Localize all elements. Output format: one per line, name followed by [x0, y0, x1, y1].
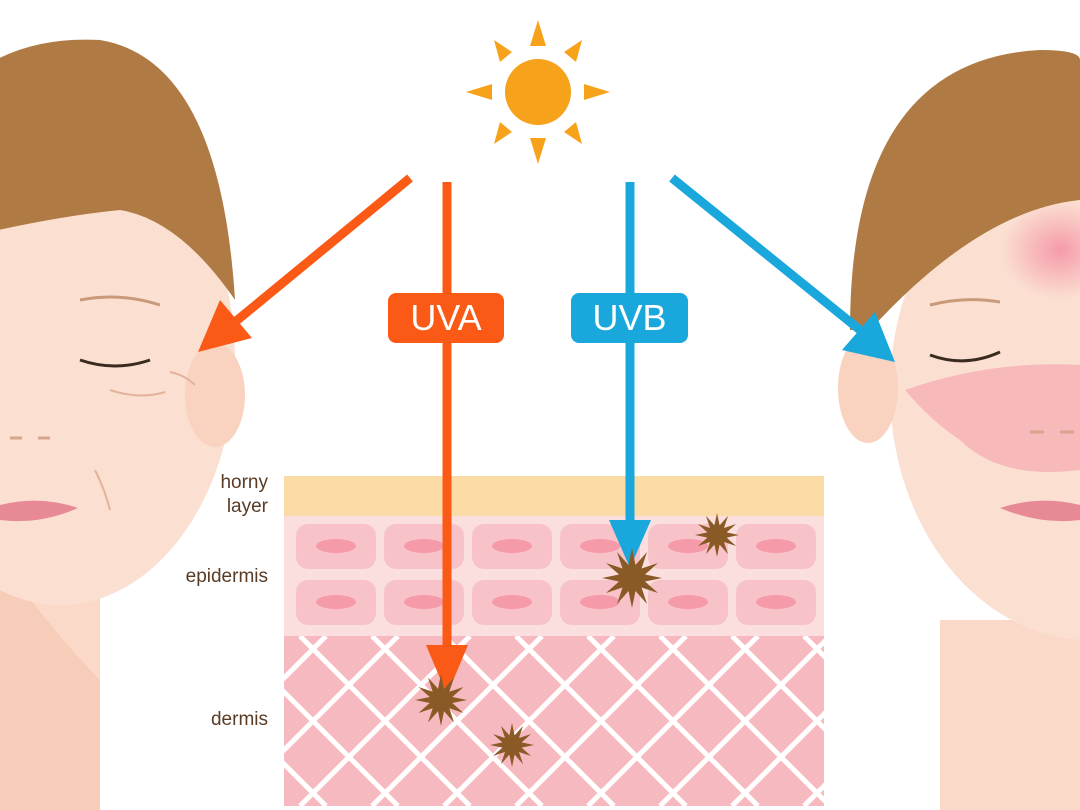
epidermis-label: epidermis — [185, 566, 268, 587]
fiber — [284, 636, 400, 754]
lips — [0, 500, 78, 522]
fiber — [514, 636, 688, 806]
uvb-label: UVB — [571, 293, 688, 343]
closed-eye — [79, 358, 151, 368]
fiber — [284, 760, 328, 806]
cell-nucleus — [668, 539, 708, 553]
left-face-aged — [0, 39, 245, 810]
dermis-layer — [284, 636, 824, 806]
fiber — [442, 636, 616, 806]
sun-icon — [466, 20, 610, 164]
cell-nucleus — [580, 595, 620, 609]
cell-nucleus — [668, 595, 708, 609]
cell-nucleus — [404, 595, 444, 609]
uva-label: UVA — [388, 293, 504, 343]
uva-arrows — [198, 174, 468, 695]
fiber — [658, 638, 824, 806]
uvb-arrows — [609, 174, 895, 568]
cell-nucleus — [580, 539, 620, 553]
dermis-label: dermis — [210, 709, 268, 730]
damage-star-icon — [602, 548, 662, 608]
cell-nucleus — [756, 539, 796, 553]
fiber — [284, 636, 328, 682]
cell-nucleus — [404, 539, 444, 553]
fiber — [370, 636, 544, 806]
dermis-fibers — [284, 636, 824, 806]
damage-star-icon — [695, 513, 739, 557]
fiber — [586, 636, 760, 806]
cell-nucleus — [316, 595, 356, 609]
cell-nucleus — [492, 595, 532, 609]
wrinkles — [94, 371, 196, 511]
damage-star-icon — [490, 723, 534, 767]
cell-nucleus — [316, 539, 356, 553]
fiber — [730, 710, 824, 806]
horny-layer-label: horny layer — [180, 471, 268, 519]
right-face-sunburned — [838, 50, 1080, 810]
closed-eye — [929, 350, 1001, 363]
cell-nucleus — [756, 595, 796, 609]
damage-star-icon — [415, 674, 467, 726]
skin-cross-section — [284, 476, 824, 806]
label-line: layer — [226, 496, 268, 517]
damage-marks — [415, 513, 739, 767]
lips — [1000, 500, 1080, 522]
horny-layer — [284, 476, 824, 516]
cell-nucleus — [492, 539, 532, 553]
label-line: horny — [220, 472, 268, 493]
